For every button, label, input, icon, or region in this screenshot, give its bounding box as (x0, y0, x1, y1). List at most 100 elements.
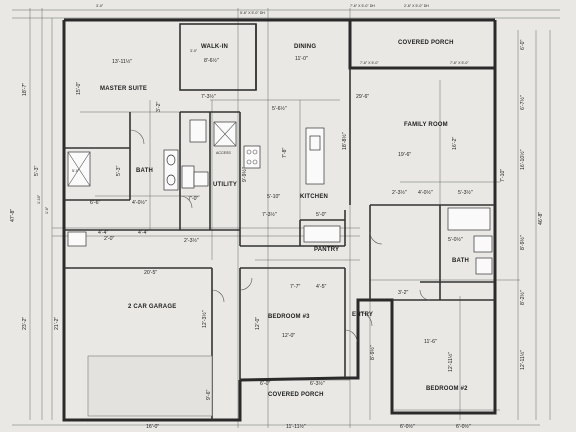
garage-width: 20'-5" (144, 270, 157, 276)
dim-mid-25: 8'-9½" (369, 345, 376, 360)
dim-top-2: 3'-0" (96, 4, 104, 8)
dryer-icon (193, 171, 209, 187)
utility-label: UTILITY (213, 182, 237, 188)
dim-mid-11: 4'-0½" (132, 199, 147, 206)
dim-mid-29: 9'-9½" (241, 167, 248, 182)
dim-left-2: 47'-8" (10, 209, 16, 222)
access-note: ACCESS (216, 151, 231, 155)
dim-right-8: 7'-10" (500, 169, 506, 182)
bedroom-2-width: 11'-6" (424, 339, 437, 345)
dim-mid-3: 29'-6" (356, 94, 369, 100)
bedroom-3-width: 12'-0" (282, 333, 295, 339)
pantry-shelf-icon (303, 225, 341, 243)
walk-in-note: 3'-0" (190, 49, 198, 53)
water-heater-icon (189, 119, 207, 143)
dim-right-7: 8'-2½" (519, 290, 526, 305)
dim-mid-28: 4'-4" (98, 230, 108, 236)
sink-icon (166, 154, 176, 166)
master-bath-note: 5'-0" (72, 169, 80, 173)
dim-left-5: 1'-10" (37, 194, 41, 204)
dim-mid-20: 6'-0" (260, 381, 270, 387)
vanity-icon (475, 257, 493, 275)
dim-mid-17: 5'-3½" (458, 189, 473, 196)
dim-right-3: 16'-10½" (519, 149, 526, 170)
door-swings (129, 129, 431, 343)
exterior-walls (62, 18, 497, 422)
dim-mid-15: 2'-3½" (392, 189, 407, 196)
dim-left-1: 18'-7" (22, 83, 28, 96)
dim-mid-2: 5'-6½" (272, 105, 287, 112)
room-labels: WALK-IN 8'-6½" DINING 11'-0" COVERED POR… (54, 40, 469, 398)
dim-mid-5: 7'-8" (282, 148, 288, 158)
master-suite-height: 15'-0" (76, 82, 82, 95)
family-room-height: 16'-2" (452, 137, 458, 150)
family-room-width: 19'-6" (398, 152, 411, 158)
dim-mid-23: 6'-0½" (456, 423, 471, 430)
family-room-label: FAMILY ROOM (404, 122, 448, 128)
dining-label: DINING (294, 44, 316, 50)
walk-in-dim: 8'-6½" (204, 57, 219, 64)
bath-2-label: BATH (452, 258, 469, 264)
dim-mid-19: 6'-3½" (310, 380, 325, 387)
garage-door (87, 355, 213, 417)
bath-2-dim: 5'-0½" (448, 236, 463, 243)
dim-mid-12: 7'-0" (188, 196, 198, 202)
dim-mid-8: 5'-0" (316, 212, 326, 218)
dim-mid-4: 18'-8½" (341, 132, 348, 150)
pantry-label: PANTRY (314, 247, 339, 253)
kitchen-label: KITCHEN (300, 194, 328, 200)
toilet-icon (473, 235, 493, 253)
dim-porch-win: 7'-6" X 5'-0" (360, 61, 379, 65)
toilet-icon (67, 231, 87, 247)
covered-porch-top-label: COVERED PORCH (398, 40, 454, 46)
dimension-labels: 5'-6" X 5'-0" DH 3'-0" 7'-6" X 5'-0" DH … (10, 4, 544, 430)
garage-height: 21'-2" (54, 317, 60, 330)
dim-mid-24: 16'-0" (146, 424, 159, 430)
dim-left-4: 5'-3" (34, 166, 40, 176)
dim-mid-7: 7'-3½" (262, 211, 277, 218)
master-suite-width: 13'-11½" (112, 58, 132, 65)
interior-walls (64, 23, 495, 420)
dining-dim: 11'-0" (295, 56, 308, 62)
dim-mid-21: 11'-11½" (286, 423, 306, 430)
dim-top-4: 2'-6" X 5'-0" DH (404, 4, 429, 8)
dim-mid-32: 6'-6" (90, 200, 100, 206)
dim-mid-27: 12'-3½" (201, 310, 208, 328)
master-bath-label: BATH (136, 168, 153, 174)
bedroom-2-label: BEDROOM #2 (426, 386, 468, 392)
dim-right-4: 46'-8" (538, 212, 544, 225)
kitchen-sink-icon (309, 135, 321, 151)
walk-in-label: WALK-IN (201, 44, 228, 50)
dim-mid-18: 3'-2" (398, 290, 408, 296)
dim-left-3: 23'-2" (22, 317, 28, 330)
sink-icon (166, 174, 176, 186)
dim-mid-10: 2'-3½" (184, 237, 199, 244)
dim-mid-33: 5'-3" (116, 166, 122, 176)
bedroom-3-label: BEDROOM #3 (268, 314, 310, 320)
dim-top-1: 5'-6" X 5'-0" DH (240, 11, 265, 15)
covered-porch-bottom-label: COVERED PORCH (268, 392, 324, 398)
bedroom-2-height: 12'-11½" (447, 352, 454, 372)
dim-mid-9: 4'-4" (138, 230, 148, 236)
bedroom-3-height: 12'-0" (255, 317, 261, 330)
dim-right-5: 8'-9½" (519, 235, 526, 250)
dim-left-6: 1'-6" (45, 206, 49, 214)
dim-mid-26: 9'-6" (206, 390, 212, 400)
dim-right-6: 12'-11½" (519, 350, 526, 370)
dim-mid-13: 7'-7" (290, 284, 300, 290)
bathtub-icon (447, 207, 491, 231)
garage-label: 2 CAR GARAGE (128, 304, 176, 310)
dim-mid-1: 7'-3½" (201, 93, 216, 100)
dim-right-1: 6'-0" (520, 40, 526, 50)
dim-porch-win-2: 7'-6" X 5'-0" (450, 61, 469, 65)
dim-right-2: 6'-7½" (519, 95, 526, 110)
dim-mid-16: 4'-0½" (418, 189, 433, 196)
dim-mid-6: 5'-10" (267, 194, 280, 200)
dim-mid-14: 4'-5" (316, 284, 326, 290)
dim-top-3: 7'-6" X 5'-0" DH (350, 4, 375, 8)
washer-icon (181, 165, 195, 189)
fixtures (67, 119, 493, 275)
dim-mid-22: 6'-0½" (400, 423, 415, 430)
entry-label: ENTRY (352, 312, 373, 318)
